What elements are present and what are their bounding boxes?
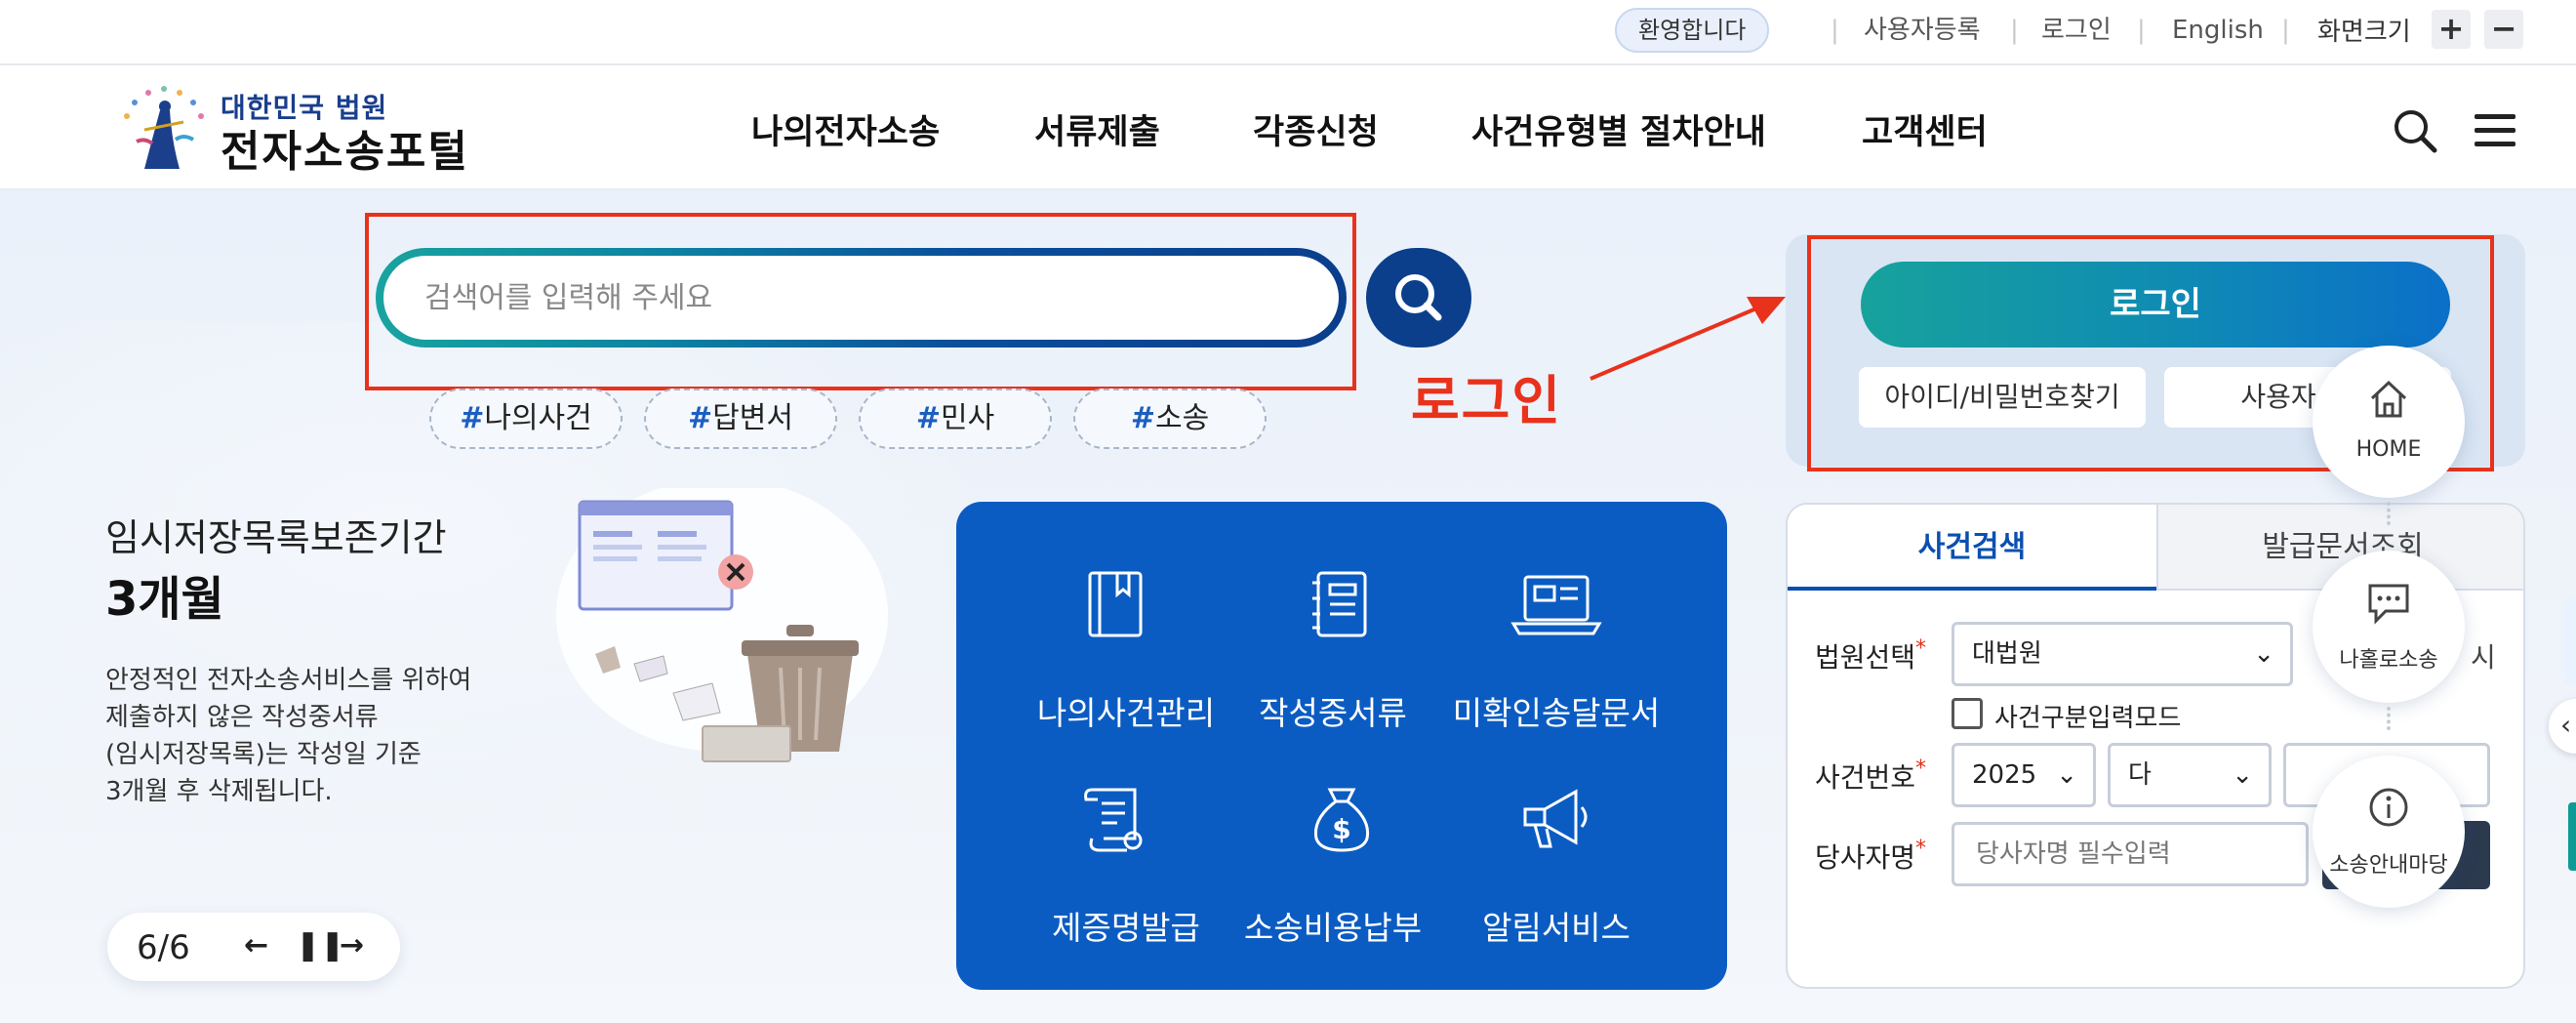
search-button[interactable] bbox=[1366, 248, 1471, 348]
divider: | bbox=[1831, 16, 1839, 45]
login-button[interactable]: 로그인 bbox=[1861, 262, 2450, 348]
notice-period: 3개월 bbox=[105, 572, 224, 627]
float-guide-button[interactable]: 소송안내마당 bbox=[2313, 756, 2465, 908]
nav-applications[interactable]: 각종신청 bbox=[1253, 113, 1379, 152]
home-icon bbox=[2370, 380, 2407, 418]
info-icon bbox=[2369, 788, 2408, 827]
notice-line: 3개월 후 삭제됩니다. bbox=[105, 777, 333, 806]
utility-bar: 환영합니다 | 사용자등록 | 로그인 | English | 화면크기 + − bbox=[0, 0, 2576, 65]
court-logo-icon[interactable] bbox=[115, 83, 213, 177]
quick-label-certificate[interactable]: 제증명발급 bbox=[1052, 909, 1200, 947]
search-icon bbox=[1395, 274, 1442, 321]
trash-illustration-icon bbox=[556, 488, 888, 762]
pause-icon[interactable]: ❚❚ bbox=[296, 928, 345, 962]
slide-pager: 6/6 ← ❚❚ → bbox=[107, 913, 400, 981]
annotation-box-login bbox=[1807, 235, 2494, 471]
edge-tab bbox=[2568, 802, 2576, 871]
float-home-button[interactable]: HOME bbox=[2313, 346, 2465, 498]
case-no-label: 사건번호* bbox=[1815, 757, 1927, 794]
laptop-icon bbox=[1510, 575, 1602, 635]
hashtag-lawsuit[interactable]: #소송 bbox=[1073, 389, 1267, 449]
quick-label-unconfirmed[interactable]: 미확인송달문서 bbox=[1452, 694, 1661, 732]
site-header: 대한민국 법원 전자소송포털 나의전자소송 서류제출 각종신청 사건유형별 절차… bbox=[0, 65, 2576, 190]
float-label: HOME bbox=[2355, 437, 2422, 462]
nav-customer-center[interactable]: 고객센터 bbox=[1862, 113, 1988, 152]
quick-label-draft[interactable]: 작성중서류 bbox=[1259, 694, 1407, 732]
divider: | bbox=[2010, 16, 2019, 45]
annotation-label: 로그인 bbox=[1411, 370, 1563, 431]
notice-line: (임시저장목록)는 작성일 기준 bbox=[105, 740, 422, 769]
chevron-down-icon: ⌄ bbox=[2056, 760, 2077, 790]
party-label: 당사자명* bbox=[1815, 837, 1927, 874]
book-icon bbox=[1088, 571, 1143, 637]
money-bag-icon: $ bbox=[1313, 788, 1370, 852]
party-name-input[interactable]: 당사자명 필수입력 bbox=[1952, 822, 2309, 886]
nav-my-lawsuit[interactable]: 나의전자소송 bbox=[751, 113, 941, 152]
search-icon[interactable] bbox=[2391, 106, 2439, 155]
logo-title[interactable]: 전자소송포털 bbox=[221, 127, 469, 177]
welcome-badge: 환영합니다 bbox=[1615, 8, 1770, 53]
logo-subtitle: 대한민국 법원 bbox=[221, 92, 388, 124]
notebook-icon bbox=[1312, 571, 1367, 637]
menu-icon[interactable] bbox=[2471, 106, 2519, 155]
notice-line: 안정적인 전자소송서비스를 위하여 bbox=[105, 666, 472, 695]
pager-count: 6/6 bbox=[137, 928, 190, 967]
divider: | bbox=[2281, 16, 2290, 45]
megaphone-icon bbox=[1523, 789, 1588, 848]
float-label: 소송안내마당 bbox=[2329, 853, 2448, 878]
chevron-down-icon: ⌄ bbox=[2232, 760, 2253, 790]
login-link[interactable]: 로그인 bbox=[2041, 16, 2112, 45]
year-select[interactable]: 2025 ⌄ bbox=[1952, 743, 2096, 807]
float-self-litigation-button[interactable]: 나홀로소송 bbox=[2313, 551, 2465, 703]
certificate-icon bbox=[1084, 788, 1143, 852]
svg-text:$: $ bbox=[1332, 813, 1350, 845]
court-label: 법원선택* bbox=[1815, 636, 1927, 674]
float-label: 나홀로소송 bbox=[2339, 648, 2438, 673]
edge-tab bbox=[2564, 597, 2576, 685]
annotation-arrow-icon bbox=[1590, 297, 1786, 381]
court-side-text: 시 bbox=[2471, 641, 2496, 674]
quick-label-my-case[interactable]: 나의사건관리 bbox=[1036, 694, 1216, 732]
search-box bbox=[376, 248, 1347, 348]
register-link[interactable]: 사용자등록 bbox=[1864, 16, 1981, 45]
tab-case-search[interactable]: 사건검색 bbox=[1788, 505, 2156, 591]
dotted-connector bbox=[2387, 707, 2391, 730]
case-mode-label: 사건구분입력모드 bbox=[1994, 704, 2182, 733]
notice-line: 제출하지 않은 작성중서류 bbox=[105, 703, 379, 732]
dotted-connector bbox=[2387, 502, 2391, 525]
annotation-box-search bbox=[365, 213, 1356, 390]
search-input[interactable] bbox=[423, 266, 1281, 330]
quick-label-payment[interactable]: 소송비용납부 bbox=[1243, 909, 1423, 947]
nav-document-submit[interactable]: 서류제출 bbox=[1034, 113, 1160, 152]
chat-icon bbox=[2368, 584, 2409, 625]
zoom-in-button[interactable]: + bbox=[2432, 10, 2471, 49]
prev-arrow-icon[interactable]: ← bbox=[244, 928, 269, 962]
hashtag-my-case[interactable]: #나의사건 bbox=[429, 389, 623, 449]
quick-menu-panel: 나의사건관리 작성중서류 미확인송달문서 제증명발급 $ 소송비용납부 bbox=[956, 502, 1727, 990]
nav-procedure-guide[interactable]: 사건유형별 절차안내 bbox=[1471, 113, 1766, 152]
search-inner bbox=[383, 256, 1339, 340]
zoom-out-button[interactable]: − bbox=[2484, 10, 2523, 49]
case-type-select[interactable]: 다 ⌄ bbox=[2108, 743, 2272, 807]
next-arrow-icon[interactable]: → bbox=[340, 928, 365, 962]
find-id-password-button[interactable]: 아이디/비밀번호찾기 bbox=[1859, 367, 2146, 428]
hashtag-civil[interactable]: #민사 bbox=[859, 389, 1052, 449]
case-mode-checkbox[interactable] bbox=[1952, 698, 1983, 729]
court-select[interactable]: 대법원 ⌄ bbox=[1952, 622, 2293, 686]
notice-title: 임시저장목록보존기간 bbox=[105, 516, 447, 559]
zoom-label: 화면크기 bbox=[2317, 18, 2411, 47]
chevron-down-icon: ⌄ bbox=[2253, 639, 2274, 669]
hashtag-answer[interactable]: #답변서 bbox=[644, 389, 837, 449]
quick-label-notification[interactable]: 알림서비스 bbox=[1482, 909, 1630, 947]
english-link[interactable]: English bbox=[2172, 16, 2264, 45]
divider: | bbox=[2137, 16, 2146, 45]
